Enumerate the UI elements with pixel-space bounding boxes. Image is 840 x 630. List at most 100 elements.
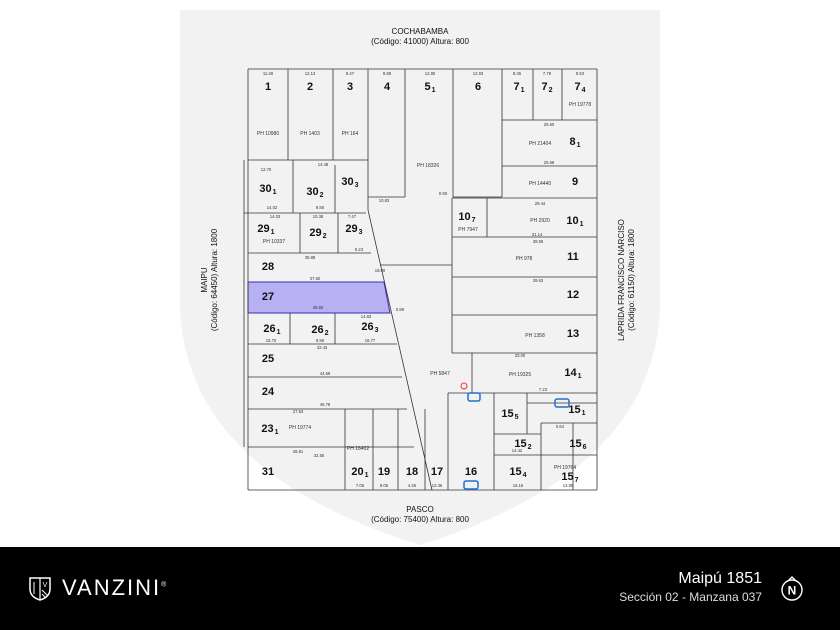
parcel-number[interactable]: 12 [567,289,579,301]
street-bottom-name: PASCO [406,505,433,514]
parcel-number[interactable]: 71 [513,81,524,94]
measurement-label: 4.26 [408,483,417,488]
parcel-number[interactable]: 262 [311,324,328,337]
parcel-number[interactable]: 155 [501,408,518,421]
parcel-number-main: 23 [261,423,273,435]
parcel-number-sub: 1 [577,142,581,149]
parcel-number[interactable]: 4 [384,81,391,93]
parcel-number[interactable]: 201 [351,466,368,479]
parcel-number-main: 1 [265,81,271,93]
measurement-label: 14.48 [318,162,329,167]
parcel-number-sub: 6 [583,444,587,451]
parcel-number[interactable]: 101 [566,215,583,228]
ph-label: PH 19774 [289,425,311,431]
measurement-label: 7.06 [356,483,365,488]
parcel-number-main: 30 [306,186,318,198]
north-compass-icon: N [781,576,803,601]
parcel-number-main: 15 [509,466,521,478]
street-left-name: MAIPU [200,267,209,293]
measurement-label: 44.59 [320,371,331,376]
parcel-number-sub: 3 [359,229,363,236]
cadastral-map: COCHABAMBA (Código: 41000) Altura: 800 P… [180,10,660,545]
parcel-number[interactable]: 1 [265,81,271,93]
parcel-number[interactable]: 13 [567,328,579,340]
parcel-number-sub: 1 [521,87,525,94]
street-left-code: (Código: 64450) Altura: 1800 [210,228,219,331]
measurement-label: 10.38 [313,214,324,219]
parcel-number[interactable]: 231 [261,423,278,436]
parcel-number[interactable]: 261 [263,323,280,336]
parcel-number-sub: 1 [432,87,436,94]
parcel-number[interactable]: 9 [572,176,578,188]
parcel-number[interactable]: 301 [259,183,276,196]
property-address: Maipú 1851 [678,570,762,587]
marker-box [463,480,479,490]
parcel-number-main: 20 [351,466,363,478]
parcel-number-sub: 1 [578,373,582,380]
measurement-label: 39.59 [533,239,544,244]
parcel-number-sub: 2 [320,192,324,199]
measurement-label: 9.05 [380,483,389,488]
measurement-label: 16.77 [365,338,376,343]
measurement-label: 7.47 [348,214,357,219]
parcel-number-sub: 1 [582,410,586,417]
measurement-label: 8.36 [513,71,522,76]
parcel-number[interactable]: 154 [509,466,526,479]
measurement-label: 7.79 [543,71,552,76]
parcel-number-main: 14 [564,367,577,379]
measurement-label: 13.85 [563,483,574,488]
parcel-number[interactable]: 152 [514,438,531,451]
parcel-number[interactable]: 157 [561,471,578,484]
parcel-number[interactable]: 51 [424,81,435,94]
measurement-label: 7.23 [539,387,548,392]
parcel-number[interactable]: 3 [347,81,353,93]
parcel-number-sub: 4 [523,472,527,479]
ph-label: PH 5847 [430,371,450,377]
parcel-number[interactable]: 263 [361,321,378,334]
parcel-number[interactable]: 303 [341,176,358,189]
parcel-number[interactable]: 81 [569,136,580,149]
parcel-number[interactable]: 291 [257,223,274,236]
parcel-number[interactable]: 292 [309,227,326,240]
parcel-number[interactable]: 141 [564,367,581,380]
measurement-label: 42.43 [317,345,328,350]
parcel-number[interactable]: 107 [458,211,475,224]
measurement-label: 0.64 [556,424,565,429]
parcel-number[interactable]: 25 [262,353,274,365]
parcel-number-main: 29 [257,223,269,235]
parcel-number[interactable]: 11 [567,251,579,263]
ph-label: PH 19764 [554,465,576,471]
parcel-number[interactable]: 28 [262,261,274,273]
measurement-label: 14.42 [512,448,523,453]
parcel-number[interactable]: 24 [262,386,275,398]
ph-label: PH 21404 [529,141,551,147]
parcel-number[interactable]: 2 [307,81,313,93]
parcel-number[interactable]: 31 [262,466,274,478]
parcel-number[interactable]: 293 [345,223,362,236]
red-marker-icon [460,382,468,390]
ph-label: PH 164 [342,131,359,137]
brand-registered-mark: ® [161,581,167,589]
parcel-number[interactable]: 19 [378,466,390,478]
ph-label: PH 18326 [417,163,439,169]
measurement-label: 9.86 [316,205,325,210]
measurement-label: 29.44 [535,201,546,206]
parcel-number[interactable]: 6 [475,81,481,93]
street-bottom-code: (Código: 75400) Altura: 800 [371,515,469,524]
ph-label: PH 1358 [525,333,545,339]
parcel-number[interactable]: 17 [431,466,443,478]
parcel-number[interactable]: 18 [406,466,418,478]
parcel-number[interactable]: 72 [541,81,552,94]
parcel-number[interactable]: 302 [306,186,323,199]
measurement-label: 8.47 [346,71,355,76]
parcel-number[interactable]: 74 [574,81,585,94]
parcel-number-main: 7 [513,81,519,93]
parcel-number[interactable]: 156 [569,438,586,451]
parcel-number[interactable]: 151 [568,404,585,417]
street-top-code: (Código: 41000) Altura: 800 [371,37,469,46]
measurement-label: 9.88 [383,71,392,76]
parcel-number[interactable]: 27 [262,291,274,303]
parcel-number[interactable]: 16 [465,466,477,478]
parcel-number-sub: 2 [528,444,532,451]
ph-label: PH 19325 [509,372,531,378]
